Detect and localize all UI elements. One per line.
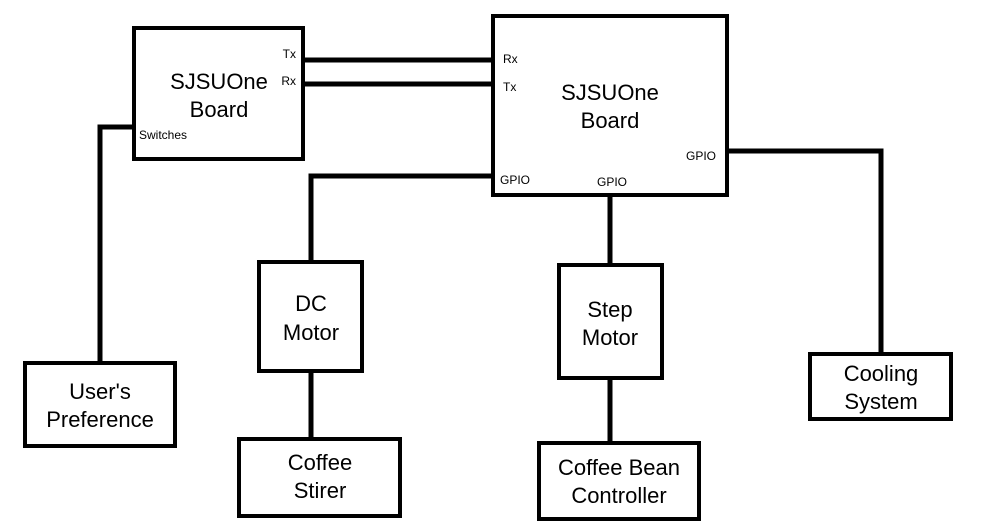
cooling-system-line1: Cooling bbox=[844, 361, 919, 386]
step-motor-line1: Step bbox=[587, 297, 632, 322]
right-board-gpio-right-pin: GPIO bbox=[686, 149, 716, 163]
step-motor-box bbox=[557, 263, 664, 380]
left-board-title-line2: Board bbox=[190, 97, 249, 122]
users-preference-line2: Preference bbox=[46, 407, 154, 432]
right-board-tx-pin: Tx bbox=[503, 80, 516, 94]
right-board-rx-pin: Rx bbox=[503, 52, 518, 66]
left-board-switches-pin: Switches bbox=[139, 128, 187, 142]
step-motor-line2: Motor bbox=[582, 325, 638, 350]
coffee-bean-controller-line1: Coffee Bean bbox=[558, 455, 680, 480]
gpio-to-dc-motor-wire bbox=[308, 173, 493, 262]
coffee-stirer-line2: Stirer bbox=[294, 478, 347, 503]
right-board-title-line1: SJSUOne bbox=[561, 80, 659, 105]
cooling-system-box bbox=[808, 352, 953, 421]
coffee-stirer-box bbox=[237, 437, 402, 518]
dc-motor-line2: Motor bbox=[283, 320, 339, 345]
switches-to-preference-wire bbox=[97, 124, 135, 363]
coffee-bean-controller-line2: Controller bbox=[571, 483, 666, 508]
right-board-title-line2: Board bbox=[581, 108, 640, 133]
left-board-box bbox=[132, 26, 305, 161]
users-preference-line1: User's bbox=[69, 379, 131, 404]
right-board-gpio-left-pin: GPIO bbox=[500, 173, 530, 187]
dc-motor-line1: DC bbox=[295, 291, 327, 316]
right-board-gpio-bottom-pin: GPIO bbox=[597, 175, 627, 189]
coffee-bean-controller-box bbox=[537, 441, 701, 521]
coffee-stirer-line1: Coffee bbox=[288, 450, 352, 475]
right-board-box bbox=[491, 14, 729, 197]
cooling-system-line2: System bbox=[844, 389, 917, 414]
users-preference-box bbox=[23, 361, 177, 448]
dc-motor-box bbox=[257, 260, 364, 373]
boxes bbox=[23, 14, 953, 521]
left-board-title-line1: SJSUOne bbox=[170, 69, 268, 94]
gpio-to-cooling-wire bbox=[727, 148, 884, 354]
left-board-rx-pin: Rx bbox=[281, 74, 296, 88]
connectors bbox=[97, 57, 884, 443]
left-board-tx-pin: Tx bbox=[283, 47, 296, 61]
